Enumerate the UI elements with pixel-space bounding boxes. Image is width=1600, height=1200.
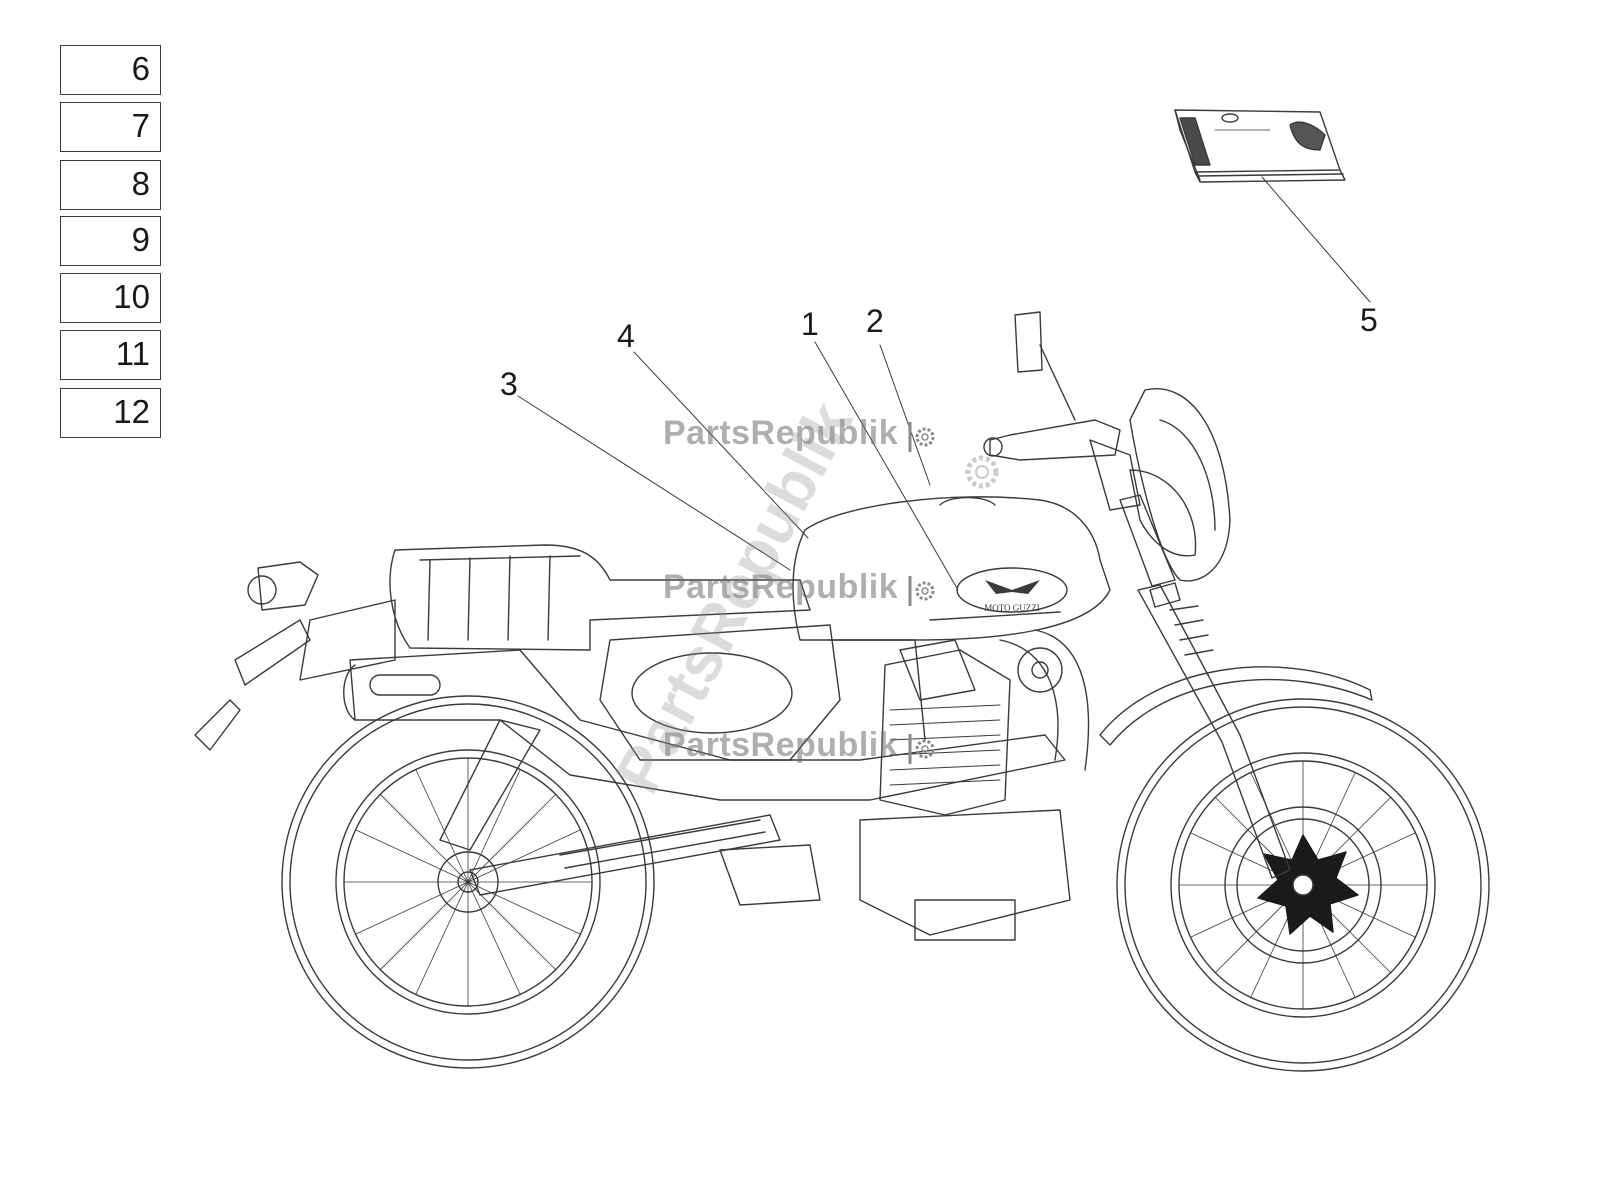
callout-1: 1 — [801, 306, 819, 342]
reference-box-number: 9 — [131, 221, 150, 258]
watermark-text: PartsRepublik — [663, 414, 899, 452]
reference-box-number: 10 — [113, 278, 150, 315]
watermark-text: PartsRepublik — [663, 726, 899, 764]
callout-5: 5 — [1360, 302, 1378, 338]
callout-4: 4 — [617, 318, 635, 354]
reference-box-number: 11 — [115, 335, 150, 372]
reference-box-number: 6 — [131, 50, 150, 87]
swingarm — [439, 719, 821, 906]
svg-text:MOTO GUZZI: MOTO GUZZI — [984, 603, 1040, 613]
reference-box: 7 — [60, 102, 161, 152]
rear-wheel — [281, 695, 655, 1069]
engine — [859, 639, 1071, 941]
reference-box-number: 8 — [131, 165, 150, 202]
gear-icon — [965, 455, 999, 489]
gear-icon — [908, 576, 935, 606]
seat — [389, 544, 811, 651]
fuel-tank — [792, 496, 1111, 641]
reference-box: 11 — [60, 330, 161, 380]
side-cover — [599, 624, 926, 761]
reference-box: 12 — [60, 388, 161, 438]
reference-box: 8 — [60, 160, 161, 210]
callout-2: 2 — [866, 303, 884, 339]
watermark-text: PartsRepublik — [663, 568, 899, 606]
leader-lines — [517, 176, 1371, 591]
reference-box: 9 — [60, 216, 161, 266]
reference-box-number: 7 — [131, 107, 150, 144]
reference-box-number: 12 — [113, 393, 150, 430]
reference-box: 10 — [60, 273, 161, 323]
rear-light-and-plate — [194, 561, 396, 751]
reference-box: 6 — [60, 45, 161, 95]
tank-logo-badge: MOTO GUZZI — [984, 580, 1040, 613]
front-fork — [1099, 494, 1373, 879]
front-headlight-assembly — [983, 311, 1231, 582]
front-wheel — [1116, 698, 1490, 1072]
owners-manual-booklet — [1174, 109, 1346, 183]
gear-icon — [908, 422, 935, 452]
gear-icon — [908, 734, 935, 764]
callout-3: 3 — [500, 366, 518, 402]
